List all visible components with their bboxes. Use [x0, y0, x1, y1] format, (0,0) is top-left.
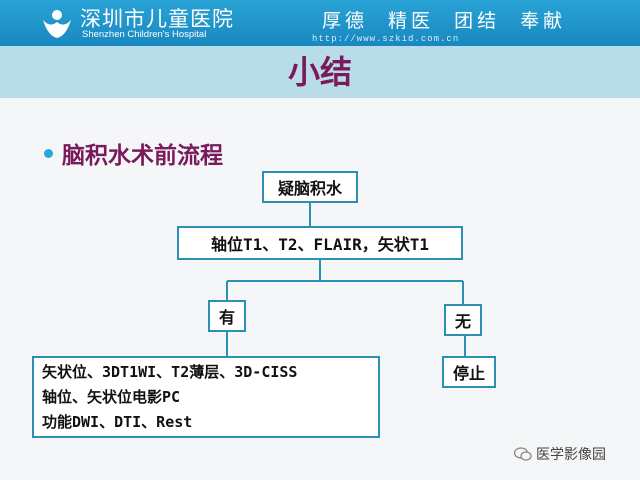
watermark: 医学影像园 — [514, 444, 606, 464]
header-bar: 深圳市儿童医院 Shenzhen Children's Hospital 厚德 … — [0, 0, 640, 46]
hospital-name-cn: 深圳市儿童医院 — [80, 7, 234, 31]
node-yes: 有 — [208, 300, 246, 332]
bullet-dot-icon — [44, 149, 53, 158]
wechat-icon — [514, 447, 532, 461]
node-no: 无 — [444, 304, 482, 336]
node-suspected-hydrocephalus: 疑脑积水 — [262, 171, 358, 203]
hospital-url: http://www.szkid.com.cn — [312, 34, 460, 44]
node-initial-scan: 轴位T1、T2、FLAIR，矢状T1 — [177, 226, 463, 260]
node-stop: 停止 — [442, 356, 496, 388]
title-band: 小结 — [0, 46, 640, 98]
hospital-slogan: 厚德 精医 团结 奉献 — [322, 10, 567, 32]
further-imaging-line-2: 轴位、矢状位电影PC — [42, 387, 181, 406]
slide-title: 小结 — [287, 53, 352, 91]
further-imaging-line-3: 功能DWI、DTI、Rest — [42, 412, 193, 431]
node-further-imaging: 矢状位、3DT1WI、T2薄层、3D-CISS 轴位、矢状位电影PC 功能DWI… — [32, 356, 380, 438]
watermark-text: 医学影像园 — [536, 447, 606, 463]
hospital-logo-icon — [43, 10, 71, 38]
section-heading: 脑积水术前流程 — [62, 142, 223, 169]
further-imaging-line-1: 矢状位、3DT1WI、T2薄层、3D-CISS — [42, 362, 298, 381]
hospital-name-en: Shenzhen Children's Hospital — [82, 29, 207, 40]
